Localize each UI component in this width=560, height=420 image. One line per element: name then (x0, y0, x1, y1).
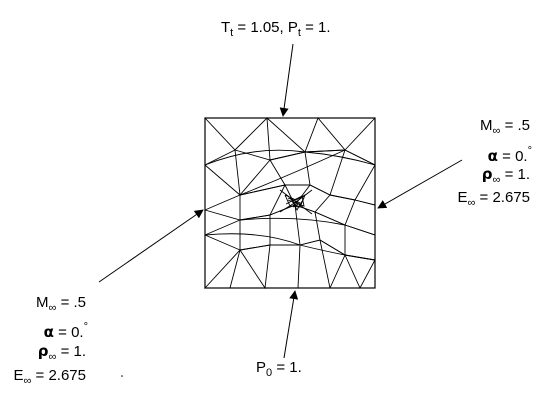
static-pressure-value: = 1. (276, 359, 302, 376)
right-rho-label: ρ∞ = 1. (470, 167, 530, 186)
domain-boundary (204, 117, 376, 289)
total-pressure-subscript: t (297, 27, 301, 39)
left-inflow-arrow (98, 209, 204, 283)
static-pressure-subscript: 0 (266, 367, 273, 379)
bottom-bc-label: P0 = 1. (256, 360, 302, 379)
left-energy-label: E∞ = 2.675 (2, 367, 87, 387)
left-rho-label: ρ∞ = 1. (10, 344, 86, 363)
total-temperature-value: = 1.05, (237, 19, 284, 36)
triangle-mesh (204, 116, 376, 290)
stray-dot (121, 375, 123, 377)
rho-value: = 1. (504, 166, 530, 183)
energy-value: = 2.675 (479, 189, 530, 206)
top-bc-label: Tt = 1.05, Pt = 1. (221, 20, 331, 39)
energy-subscript: ∞ (467, 197, 476, 209)
rho-symbol: ρ (481, 165, 493, 183)
alpha-value: = 0. (58, 324, 84, 341)
right-alpha-label: α = 0.° (470, 145, 532, 165)
rho-symbol: ρ (37, 342, 49, 360)
right-energy-label: E∞ = 2.675 (450, 189, 531, 209)
mach-symbol: M (36, 294, 49, 311)
degree-mark: ° (527, 145, 532, 157)
energy-subscript: ∞ (23, 375, 32, 387)
bottom-outflow-arrow (283, 290, 299, 359)
rho-subscript: ∞ (492, 174, 501, 186)
right-inflow-arrow (377, 159, 463, 209)
energy-value: = 2.675 (35, 367, 86, 384)
alpha-symbol: α (43, 323, 54, 341)
total-temperature-symbol: T (221, 19, 231, 36)
energy-symbol: E (13, 367, 24, 384)
mach-subscript: ∞ (492, 125, 501, 137)
mach-value: = .5 (504, 117, 530, 134)
rho-subscript: ∞ (48, 351, 57, 363)
degree-mark: ° (83, 321, 88, 333)
energy-symbol: E (457, 189, 468, 206)
total-pressure-symbol: P (287, 19, 298, 36)
mach-value: = .5 (60, 294, 86, 311)
right-mach-label: M∞ = .5 (470, 118, 530, 137)
left-mach-label: M∞ = .5 (10, 295, 86, 314)
mach-symbol: M (480, 117, 493, 134)
rho-value: = 1. (60, 343, 86, 360)
left-alpha-label: α = 0.° (10, 321, 88, 341)
total-temperature-subscript: t (230, 27, 234, 39)
total-pressure-value: = 1. (305, 19, 331, 36)
top-inflow-arrow (279, 43, 294, 117)
alpha-value: = 0. (502, 148, 528, 165)
alpha-symbol: α (487, 147, 498, 165)
mach-subscript: ∞ (48, 302, 57, 314)
static-pressure-symbol: P (256, 359, 267, 376)
